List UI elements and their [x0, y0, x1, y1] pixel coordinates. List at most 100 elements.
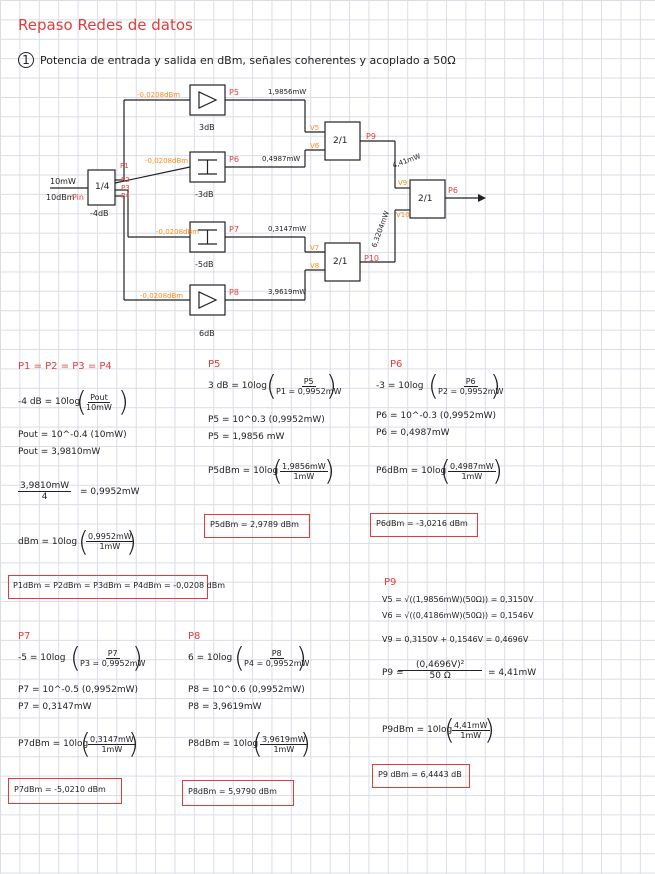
- p8-eq4-num: 3,9619mW: [260, 735, 308, 745]
- p5-heading: P5: [208, 359, 221, 370]
- p1-eq5-num: 0,9952mW: [86, 532, 134, 542]
- block-out-p7: P7: [229, 225, 239, 234]
- p8-eq1-open-paren: (: [234, 641, 245, 674]
- p7-eq4-open-paren: (: [80, 727, 91, 760]
- branch-dbm-2: -0,0208dBm: [145, 157, 189, 165]
- p1-eq1-lhs: -4 dB = 10log: [18, 397, 81, 407]
- volt-label-v5: V5: [310, 124, 320, 132]
- p1-result-box: [8, 575, 208, 599]
- p6-eq4-fraction: 0,4987mW 1mW: [448, 462, 496, 481]
- p9-eq3: V9 = 0,3150V + 0,1546V = 0,4696V: [382, 635, 529, 644]
- p7-result: P7dBm = -5,0210 dBm: [14, 785, 106, 794]
- p1-eq3: Pout = 3,9810mW: [18, 447, 101, 457]
- p9-result: P9 dBm = 6,4443 dB: [378, 770, 462, 779]
- p9-heading: P9: [384, 577, 397, 588]
- p7-eq4-fraction: 0,3147mW 1mW: [88, 735, 136, 754]
- problem-statement: Potencia de entrada y salida en dBm, señ…: [40, 54, 456, 67]
- combiner-label-final: 2/1: [418, 194, 433, 204]
- volt-label-v9: V9: [398, 179, 408, 187]
- p6-eq2: P6 = 10^-0.3 (0,9952mW): [376, 411, 497, 421]
- p1-eq5-lhs: dBm = 10log: [18, 537, 78, 547]
- p5-eq4-close-paren: ): [324, 454, 335, 487]
- p7-eq4-close-paren: ): [128, 727, 139, 760]
- volt-label-v7: V7: [310, 244, 320, 252]
- p8-eq1-fraction: P8 P4 = 0,9952mW: [242, 649, 311, 668]
- p6-eq4-lhs: P6dBm = 10log: [376, 466, 447, 476]
- p6-result-box: [370, 513, 478, 537]
- p1-eq1-open-paren: (: [76, 385, 87, 418]
- p1-eq2: Pout = 10^-0.4 (10mW): [18, 430, 127, 440]
- block-value-3: 0,3147mW: [268, 225, 307, 233]
- p5-eq4-den: 1mW: [293, 472, 315, 481]
- p6-eq4-open-paren: (: [440, 454, 451, 487]
- p1-heading: P1 = P2 = P3 = P4: [18, 361, 112, 372]
- p9-eq5-den: 1mW: [460, 731, 482, 740]
- p7-eq1-close-paren: ): [132, 641, 143, 674]
- p9-eq5-num: 4,41mW: [452, 721, 490, 731]
- combiner-label-top: 2/1: [333, 136, 348, 146]
- p8-eq4-den: 1mW: [273, 745, 295, 754]
- p8-eq3: P8 = 3,9619mW: [188, 702, 262, 712]
- p7-eq4-den: 1mW: [101, 745, 123, 754]
- branch-dbm-4: -0,0208dBm: [140, 292, 184, 300]
- p9-eq4-lhs: P9 =: [382, 668, 404, 678]
- branch-dbm-3: -0,0208dBm: [156, 228, 200, 236]
- p5-eq1-lhs: 3 dB = 10log: [208, 381, 267, 391]
- p7-eq1-den: P3 = 0,9952mW: [80, 659, 146, 668]
- p7-eq3: P7 = 0,3147mW: [18, 702, 92, 712]
- p8-eq1-close-paren: ): [296, 641, 307, 674]
- p6-eq4-close-paren: ): [492, 454, 503, 487]
- p8-eq4-fraction: 3,9619mW 1mW: [260, 735, 308, 754]
- p9-eq4-rhs: = 4,41mW: [488, 668, 537, 678]
- p9-eq5-lhs: P9dBm = 10log: [382, 725, 453, 735]
- p6-eq1-open-paren: (: [428, 369, 439, 402]
- p8-eq4-lhs: P8dBm = 10log: [188, 739, 259, 749]
- volt-label-v6: V6: [310, 142, 320, 150]
- branch-label-p3: P3: [121, 184, 130, 192]
- p1-eq4-num: 3,9810mW: [18, 481, 72, 492]
- p7-eq1-fraction: P7 P3 = 0,9952mW: [78, 649, 147, 668]
- circuit-diagram: [50, 84, 486, 316]
- p8-eq4-close-paren: ): [300, 727, 311, 760]
- splitter-loss: -4dB: [90, 209, 109, 218]
- block-gain-1: 3dB: [199, 123, 215, 132]
- block-value-2: 0,4987mW: [262, 155, 301, 163]
- p1-eq1-den: 10mW: [86, 403, 112, 412]
- p5-eq1-den: P1 = 0,9952mW: [276, 387, 342, 396]
- p9-result-box: [372, 764, 470, 788]
- p7-eq4-lhs: P7dBm = 10log: [18, 739, 89, 749]
- p5-eq4-num: 1,9856mW: [280, 462, 328, 472]
- p5-result-box: [204, 514, 310, 538]
- p8-eq1-lhs: 6 = 10log: [188, 653, 233, 663]
- p9-eq4-num: (0,4696V)²: [398, 660, 483, 671]
- p7-heading: P7: [18, 631, 31, 642]
- item-number: 1: [18, 52, 34, 68]
- p1-eq5-close-paren: ): [126, 525, 137, 558]
- branch-dbm-1: -0,0208dBm: [137, 91, 181, 99]
- p1-eq1-fraction: Pout 10mW: [84, 393, 114, 412]
- block-out-p8: P8: [229, 288, 239, 297]
- p8-eq1-den: P4 = 0,9952mW: [244, 659, 310, 668]
- p6-result: P6dBm = -3,0216 dBm: [376, 519, 468, 528]
- p1-eq1-num: Pout: [88, 393, 110, 403]
- p1-eq4-den: 4: [41, 492, 48, 502]
- p8-eq2: P8 = 10^0.6 (0,9952mW): [188, 685, 305, 695]
- p9-label: P9: [366, 132, 376, 141]
- p5-eq1-open-paren: (: [266, 369, 277, 402]
- p1-eq4-rhs: = 0,9952mW: [80, 487, 140, 497]
- block-value-1: 1,9856mW: [268, 88, 307, 96]
- p6-eq4-den: 1mW: [461, 472, 483, 481]
- p1-eq5-den: 1mW: [99, 542, 121, 551]
- p10-label: P10: [364, 254, 380, 263]
- p9-eq1: V5 = √((1,9856mW)(50Ω)) = 0,3150V: [382, 595, 534, 604]
- p5-eq4-open-paren: (: [272, 454, 283, 487]
- p5-eq1-close-paren: ): [326, 369, 337, 402]
- p9-eq5-fraction: 4,41mW 1mW: [452, 721, 490, 740]
- p5-eq4-lhs: P5dBm = 10log: [208, 466, 279, 476]
- p7-eq1-num: P7: [105, 649, 120, 659]
- p6-eq1-den: P2 = 0,9952mW: [438, 387, 504, 396]
- block-gain-3: -5dB: [195, 260, 214, 269]
- p7-eq1-lhs: -5 = 10log: [18, 653, 66, 663]
- p6-eq1-lhs: -3 = 10log: [376, 381, 424, 391]
- p9-eq2: V6 = √((0,4186mW)(50Ω)) = 0,1546V: [382, 611, 534, 620]
